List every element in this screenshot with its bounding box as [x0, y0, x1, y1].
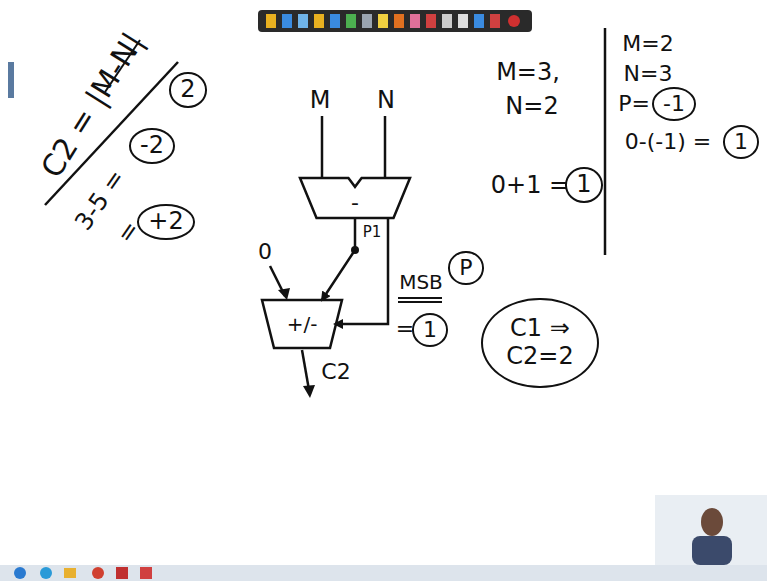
- signal-wire: [335, 218, 388, 324]
- node-text: C1 ⇒: [510, 315, 570, 343]
- signal-name: M: [310, 87, 331, 113]
- circled-number: 1: [412, 313, 448, 346]
- arrow-head: [303, 385, 315, 398]
- equation-text: M=3,: [496, 59, 560, 85]
- signal-name: MSB: [399, 271, 443, 293]
- node-text: -2: [140, 132, 164, 160]
- webcam-frame: [655, 495, 767, 565]
- circled-number: +2: [137, 204, 194, 240]
- node-text: +/-: [287, 313, 318, 336]
- divider-stroke: [604, 28, 607, 255]
- adder-subtractor-block: +/-: [262, 300, 342, 348]
- node-text: P: [459, 255, 472, 280]
- underline-stroke: [398, 301, 442, 303]
- equation-text: =: [396, 317, 414, 341]
- junction-dot: [351, 246, 359, 254]
- node-text: 1: [423, 317, 437, 342]
- equation-text: 0-(-1) =: [625, 130, 711, 154]
- circled-number: -2: [129, 128, 175, 164]
- node-text: -1: [663, 91, 685, 116]
- page-marker: [8, 62, 14, 98]
- node-text: 2: [180, 76, 195, 104]
- block-outline: [262, 300, 342, 348]
- signal-wire: [322, 218, 355, 300]
- circled-number: -1: [652, 87, 696, 120]
- arrow-head: [278, 288, 290, 300]
- signal-name: C2: [321, 360, 350, 384]
- underline-stroke: [398, 297, 442, 299]
- toolbar-icons: [266, 14, 520, 28]
- output-wire: [302, 350, 309, 390]
- circled-letter: P: [448, 251, 483, 284]
- subtractor-block: -: [300, 178, 410, 218]
- node-text: +2: [148, 208, 183, 236]
- signal-name: N: [377, 87, 395, 113]
- node-text: 1: [576, 171, 591, 199]
- circled-number: 1: [723, 125, 759, 158]
- equation-text: N=3: [624, 62, 673, 86]
- presenter-figure: [692, 508, 732, 565]
- signal-name: P1: [363, 224, 382, 241]
- toolbar: [258, 10, 532, 32]
- taskbar: [0, 565, 767, 581]
- node-text: 1: [734, 129, 748, 154]
- equation-text: M=2: [622, 32, 673, 56]
- circled-number: 1: [565, 167, 603, 203]
- taskbar-icons: [14, 567, 152, 579]
- block-outline: [300, 178, 410, 218]
- node-text: C2=2: [506, 343, 573, 371]
- result-circle: C1 ⇒C2=2: [481, 298, 598, 388]
- equation-text: P=: [618, 92, 650, 116]
- equation-text: N=2: [505, 93, 558, 119]
- input-value: 0: [258, 240, 272, 264]
- circled-number: 2: [169, 72, 207, 108]
- formula-text: C2 = |M-N|: [35, 27, 150, 183]
- equation-text: 0+1 =: [491, 172, 569, 198]
- node-text: -: [351, 190, 359, 215]
- input-wire: [321, 116, 324, 178]
- input-wire: [384, 116, 387, 178]
- equation-text: =: [111, 216, 144, 248]
